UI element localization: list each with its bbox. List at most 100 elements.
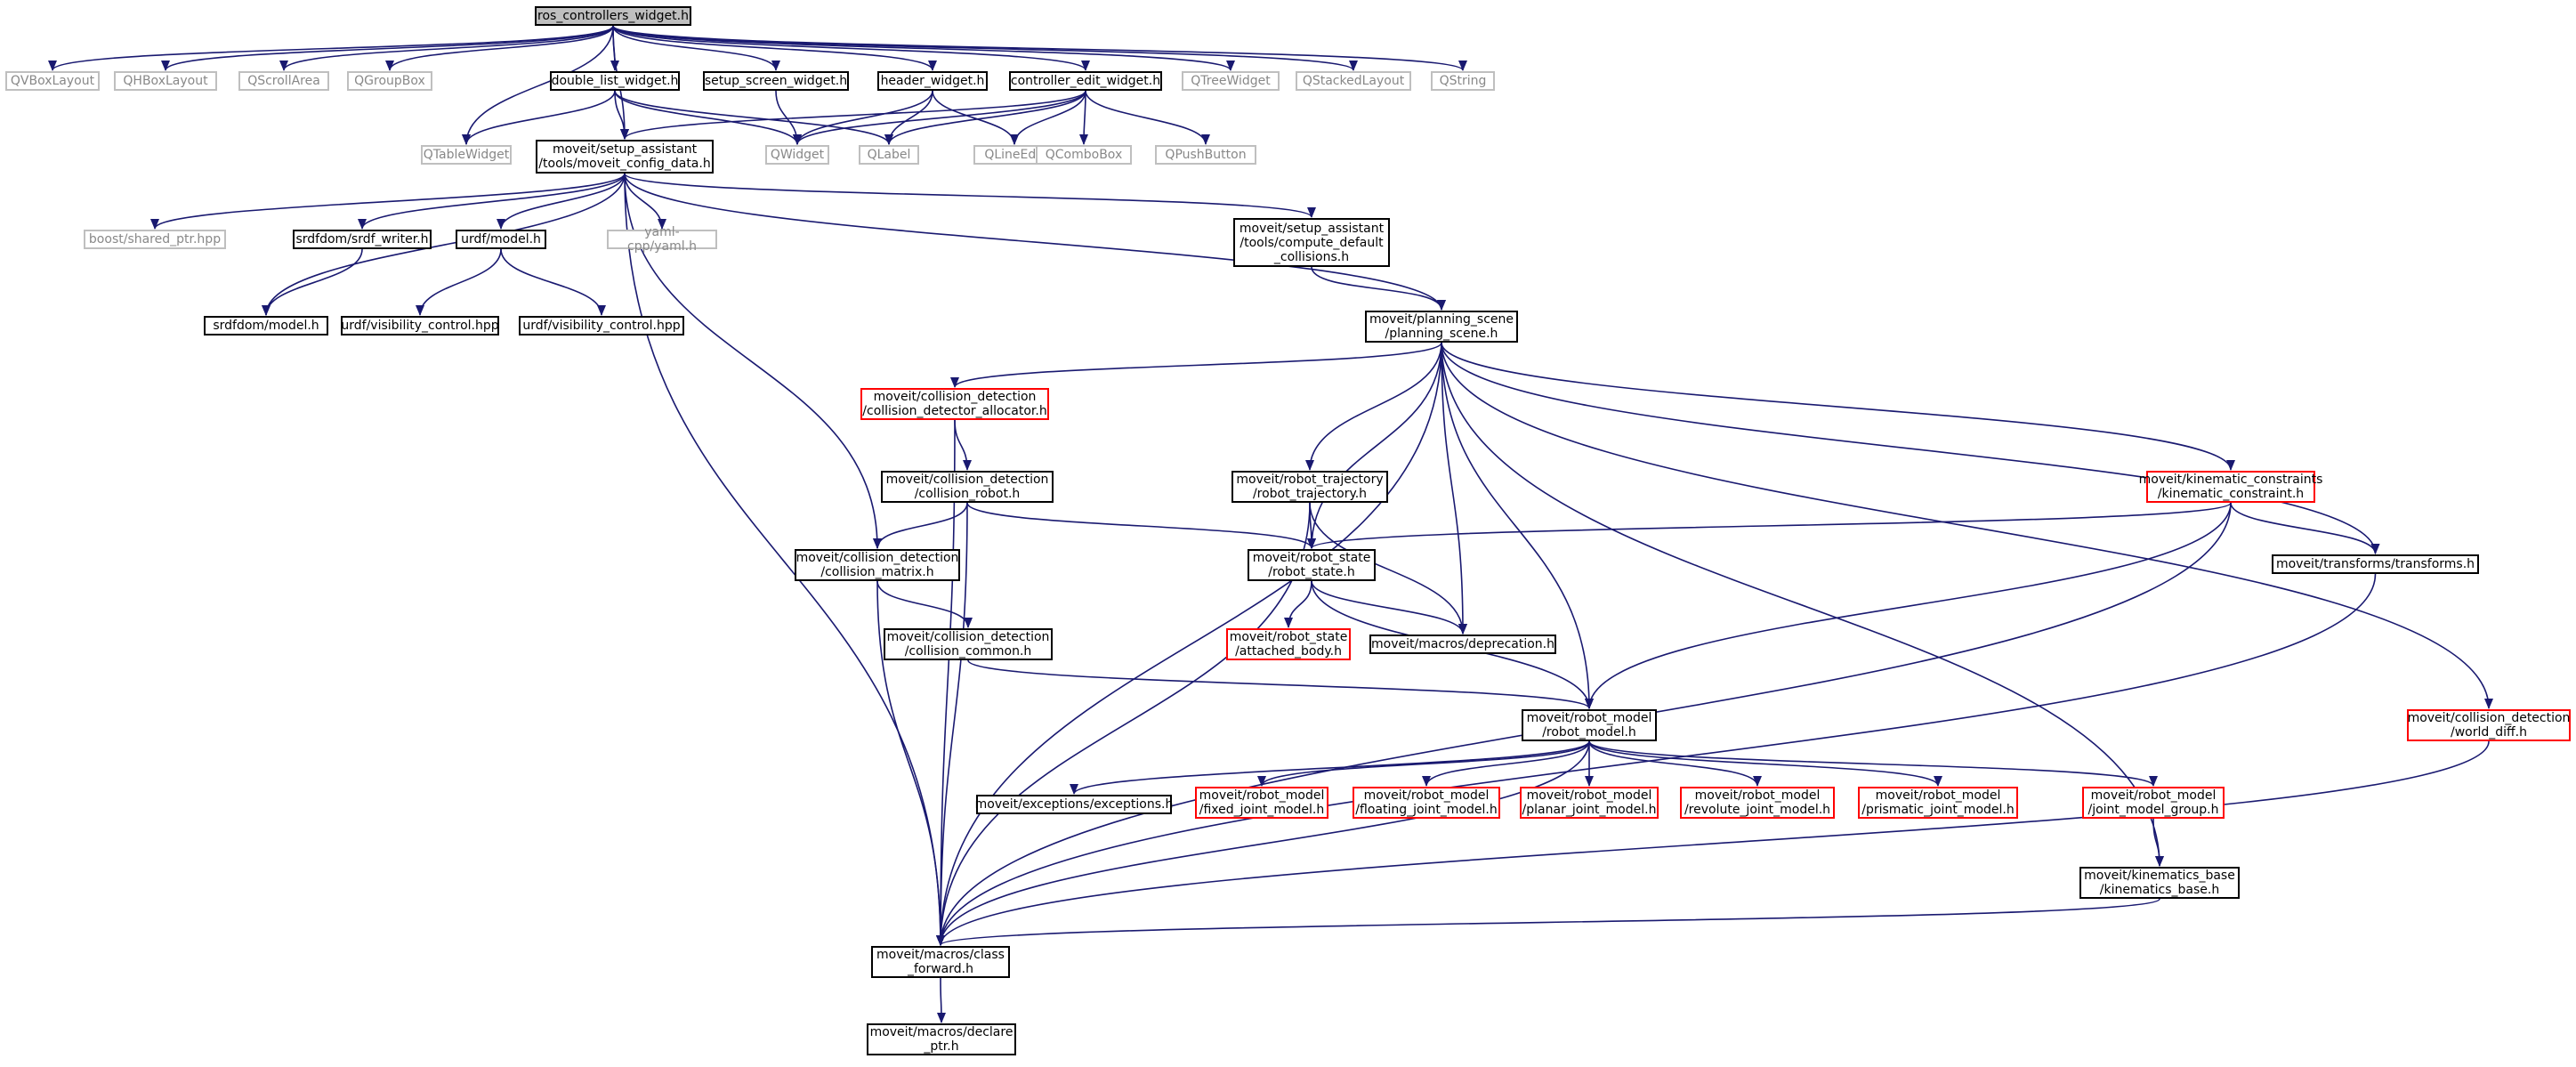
node-transforms[interactable]: moveit/transforms/transforms.h [2272,554,2479,574]
node-floating-joint-model[interactable]: moveit/robot_model /floating_joint_model… [1353,787,1500,819]
node-label: moveit/collision_detection /collision_de… [862,390,1047,418]
node-collision-common[interactable]: moveit/collision_detection /collision_co… [884,628,1053,660]
node-label: moveit/robot_model /joint_model_group.h [2087,788,2219,817]
edge-rm-jmg [1588,740,2158,787]
node-srdf-writer[interactable]: srdfdom/srdf_writer.h [293,230,432,249]
edge-jmg-kb [2152,818,2164,867]
node-planar-joint-model[interactable]: moveit/robot_model /planar_joint_model.h [1520,787,1659,819]
edge-ps-dep [1441,342,1467,635]
node-exceptions[interactable]: moveit/exceptions/exceptions.h [975,795,1173,814]
edge-cm-cc [876,580,973,628]
node-planning-scene[interactable]: moveit/planning_scene /planning_scene.h [1365,311,1518,343]
node-label: moveit/macros/class _forward.h [876,948,1005,976]
node-qlineedit[interactable]: QLineEdit [973,145,1055,165]
node-fixed-joint-model[interactable]: moveit/robot_model /fixed_joint_model.h [1195,787,1328,819]
node-qlabel[interactable]: QLabel [859,145,919,165]
edge-wd-cf [936,740,2490,946]
node-moveit-config-data[interactable]: moveit/setup_assistant /tools/moveit_con… [536,140,714,174]
node-qhboxlayout[interactable]: QHBoxLayout [114,71,217,91]
node-urdf-visibility-control-2[interactable]: urdf/visibility_control.hpp [519,316,684,335]
node-kinematics-base[interactable]: moveit/kinematics_base /kinematics_base.… [2079,867,2240,899]
edge-cew-qline [1010,90,1086,145]
edge-cc-rm [967,659,1594,709]
edge-rm-fjm [1257,740,1590,787]
node-revolute-joint-model[interactable]: moveit/robot_model /revolute_joint_model… [1680,787,1835,819]
node-label: moveit/kinematics_base /kinematics_base.… [2084,869,2235,897]
node-boost-shared-ptr[interactable]: boost/shared_ptr.hpp [84,230,226,249]
node-label: ros_controllers_widget.h [537,9,689,23]
edge-ps-rt [1305,342,1442,471]
node-prismatic-joint-model[interactable]: moveit/robot_model /prismatic_joint_mode… [1858,787,2018,819]
node-controller-edit-widget[interactable]: controller_edit_widget.h [1009,71,1162,91]
node-kinematic-constraint[interactable]: moveit/kinematic_constraints /kinematic_… [2139,471,2322,503]
edge-kc-tf [2230,502,2380,554]
node-declare-ptr[interactable]: moveit/macros/declare _ptr.h [867,1023,1016,1055]
node-label: urdf/visibility_control.hpp [522,319,681,333]
edge-kc-rm [1585,502,2232,709]
node-collision-detector-allocator[interactable]: moveit/collision_detection /collision_de… [860,388,1049,420]
edge-hw-qwidget [793,90,933,145]
edge-cr-cm [873,502,968,549]
node-world-diff[interactable]: moveit/collision_detection /world_diff.h [2407,709,2571,741]
node-label: yaml-cpp/yaml.h [627,225,697,254]
edge-cda-cf [936,419,956,946]
node-label: moveit/robot_model /fixed_joint_model.h [1199,788,1325,817]
edge-ps-cda [950,342,1442,388]
edge-rs-dep [1311,580,1467,635]
node-robot-model[interactable]: moveit/robot_model /robot_model.h [1522,709,1657,741]
node-qtreewidget[interactable]: QTreeWidget [1182,71,1280,91]
node-qwidget[interactable]: QWidget [765,145,829,165]
edge-root-hw [612,25,937,71]
node-label: moveit/transforms/transforms.h [2275,557,2475,571]
node-label: moveit/collision_detection /collision_ma… [795,551,959,579]
node-robot-trajectory[interactable]: moveit/robot_trajectory /robot_trajector… [1231,471,1388,503]
edge-cr-rs [966,502,1316,549]
node-qpushbutton[interactable]: QPushButton [1155,145,1256,165]
edge-kc-rs [1307,502,2232,549]
node-yaml-cpp[interactable]: yaml-cpp/yaml.h [607,225,717,254]
node-attached-body[interactable]: moveit/robot_state /attached_body.h [1226,628,1351,660]
node-class-forward[interactable]: moveit/macros/class _forward.h [871,946,1010,978]
edge-rt-cf [936,502,1311,946]
node-robot-state[interactable]: moveit/robot_state /robot_state.h [1248,549,1376,581]
edge-ps-tf [1441,342,2380,554]
node-label: urdf/visibility_control.hpp [341,319,499,333]
node-header-widget[interactable]: header_widget.h [877,71,988,91]
edge-cm-cf [876,580,945,946]
edge-root-qhbox [161,25,614,71]
node-label: moveit/robot_model /revolute_joint_model… [1684,788,1831,817]
edge-rm-cf [936,740,1590,946]
node-label: QScrollArea [247,74,320,88]
node-label: moveit/robot_model /floating_joint_model… [1355,788,1498,817]
node-qtablewidget[interactable]: QTableWidget [421,145,512,165]
node-deprecation[interactable]: moveit/macros/deprecation.h [1369,635,1556,654]
node-double-list-widget[interactable]: double_list_widget.h [550,71,680,91]
edge-ps-wd [1441,342,2493,709]
node-qvboxlayout[interactable]: QVBoxLayout [5,71,100,91]
node-label: srdfdom/model.h [213,319,319,333]
node-compute-default-collisions[interactable]: moveit/setup_assistant /tools/compute_de… [1233,218,1390,267]
node-joint-model-group[interactable]: moveit/robot_model /joint_model_group.h [2082,787,2225,819]
node-qgroupbox[interactable]: QGroupBox [347,71,432,91]
node-qcombobox[interactable]: QComboBox [1036,145,1132,165]
edge-ps-cf [936,342,1442,946]
edge-cew-qcombo [1079,90,1089,145]
node-label: QGroupBox [354,74,425,88]
node-qscrollarea[interactable]: QScrollArea [238,71,329,91]
node-qstring[interactable]: QString [1431,71,1495,91]
node-urdf-model[interactable]: urdf/model.h [456,230,546,249]
node-srdfdom-model[interactable]: srdfdom/model.h [204,316,328,335]
node-urdf-visibility-control-1[interactable]: urdf/visibility_control.hpp [341,316,499,335]
node-setup-screen-widget[interactable]: setup_screen_widget.h [703,71,849,91]
edge-mcd-srdfw [358,173,626,230]
edge-kb-cf [936,898,2160,946]
node-collision-robot[interactable]: moveit/collision_detection /collision_ro… [881,471,1054,503]
edge-mcd-ps [624,173,1446,311]
node-qstackedlayout[interactable]: QStackedLayout [1296,71,1411,91]
edge-root-qgroup [385,25,614,71]
edge-rt-dep [1309,502,1467,635]
edge-root-ssw [612,25,780,71]
node-label: moveit/collision_detection /world_diff.h [2407,711,2571,740]
node-ros-controllers-widget[interactable]: ros_controllers_widget.h [535,6,691,26]
node-collision-matrix[interactable]: moveit/collision_detection /collision_ma… [795,549,960,581]
